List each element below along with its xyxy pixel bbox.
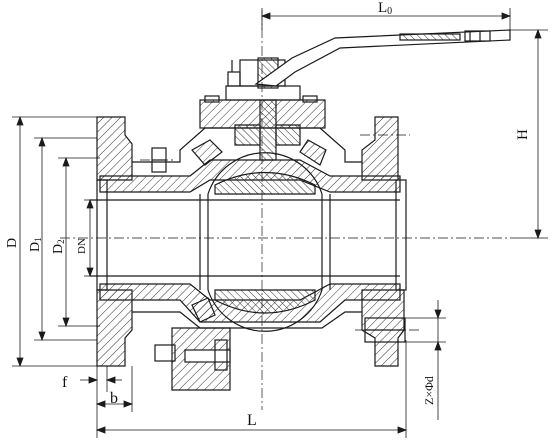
bottom-trunnion: [154, 327, 231, 391]
dimensions: [12, 8, 548, 438]
label-D: D: [5, 238, 20, 248]
flow-bore: [90, 194, 400, 290]
label-f: f: [62, 374, 68, 391]
label-L0: L0: [378, 0, 392, 17]
right-flange: [361, 116, 407, 367]
label-b: b: [110, 390, 118, 407]
label-D2: D2: [51, 239, 66, 254]
bonnet: [199, 57, 326, 161]
left-flange: [96, 116, 133, 367]
seats: [191, 139, 327, 323]
label-Z-phi-d: Z×Φd: [422, 376, 436, 405]
lever-handle: [254, 29, 511, 87]
label-DN: DN: [76, 238, 88, 254]
label-L: L: [247, 412, 257, 429]
label-D1: D1: [28, 237, 43, 252]
label-H: H: [515, 129, 531, 140]
dimension-labels: L0 H D D1 D2 DN f b L Z×Φd: [5, 0, 531, 429]
center-lines: [60, 10, 520, 410]
